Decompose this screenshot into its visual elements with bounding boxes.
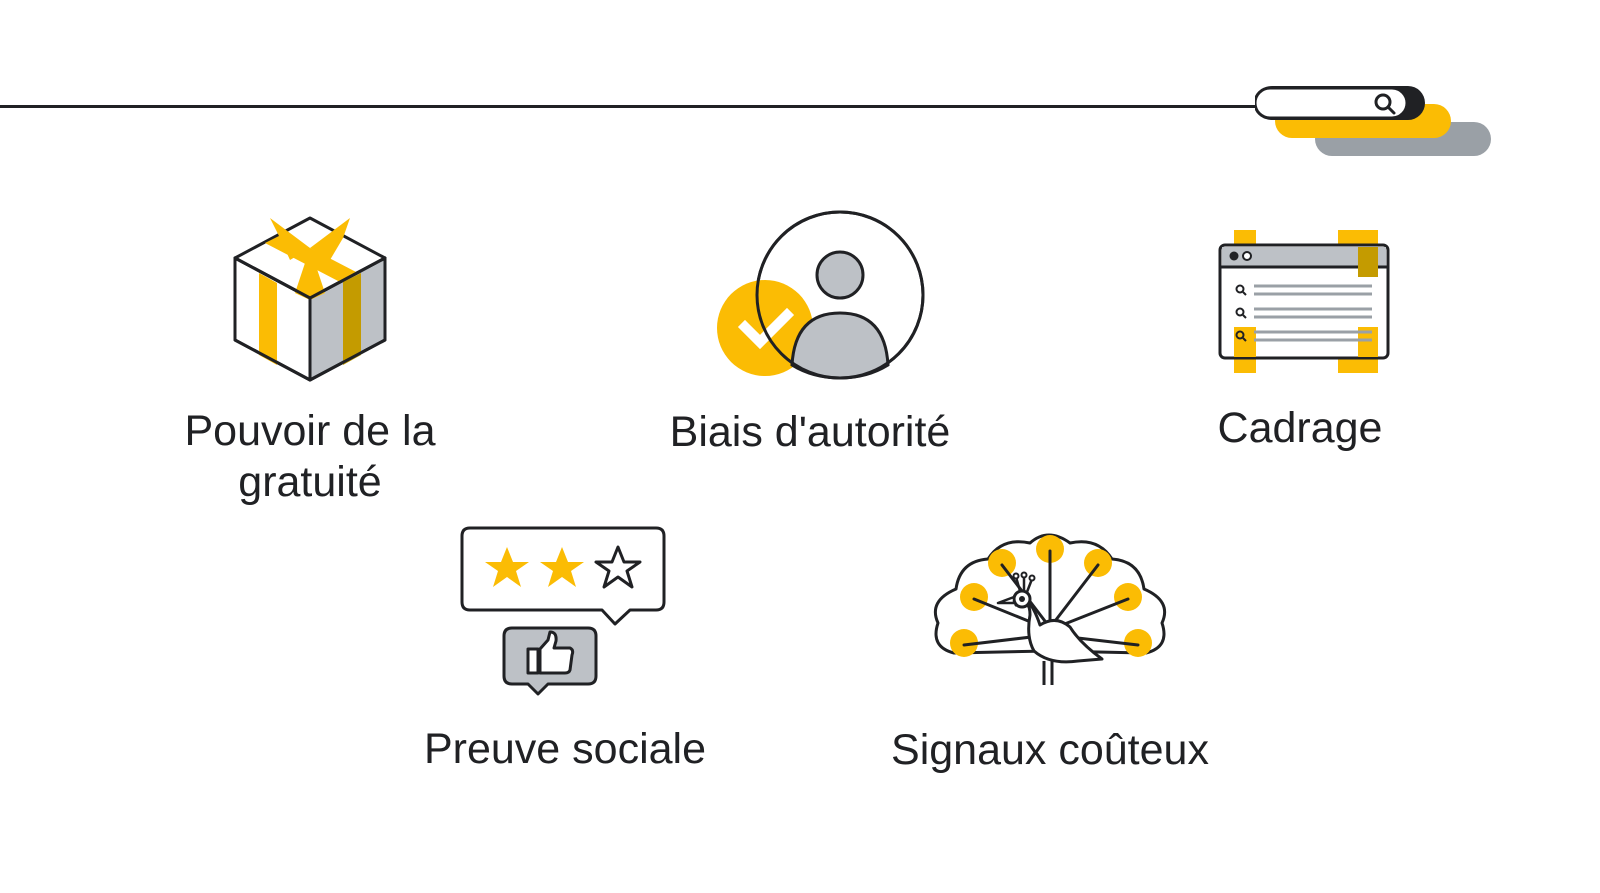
concept-signals: Signaux coûteux [860,525,1240,776]
star-rating-thumbs-up-icon [460,526,666,696]
concept-label: Pouvoir de la gratuité [184,407,436,506]
concept-label: Cadrage [1217,404,1383,452]
peacock-icon [933,533,1167,685]
concept-social: Preuve sociale [390,520,740,775]
concept-label: Signaux coûteux [891,726,1209,774]
gift-box-icon [233,216,387,382]
header-divider-line [0,105,1262,108]
star-empty-icon [594,545,642,589]
concept-label: Biais d'autorité [669,408,951,456]
concept-label: Preuve sociale [423,725,707,773]
concept-free: Pouvoir de la gratuité [150,208,470,508]
search-bar-icon [1255,86,1491,156]
star-filled-icon [540,547,584,587]
concept-authority: Biais d'autorité [620,205,1000,458]
framed-search-results-icon [1218,230,1390,373]
verified-person-icon [717,210,925,380]
concept-framing: Cadrage [1150,225,1450,454]
star-filled-icon [485,547,529,587]
thumbs-up-icon [526,630,575,675]
